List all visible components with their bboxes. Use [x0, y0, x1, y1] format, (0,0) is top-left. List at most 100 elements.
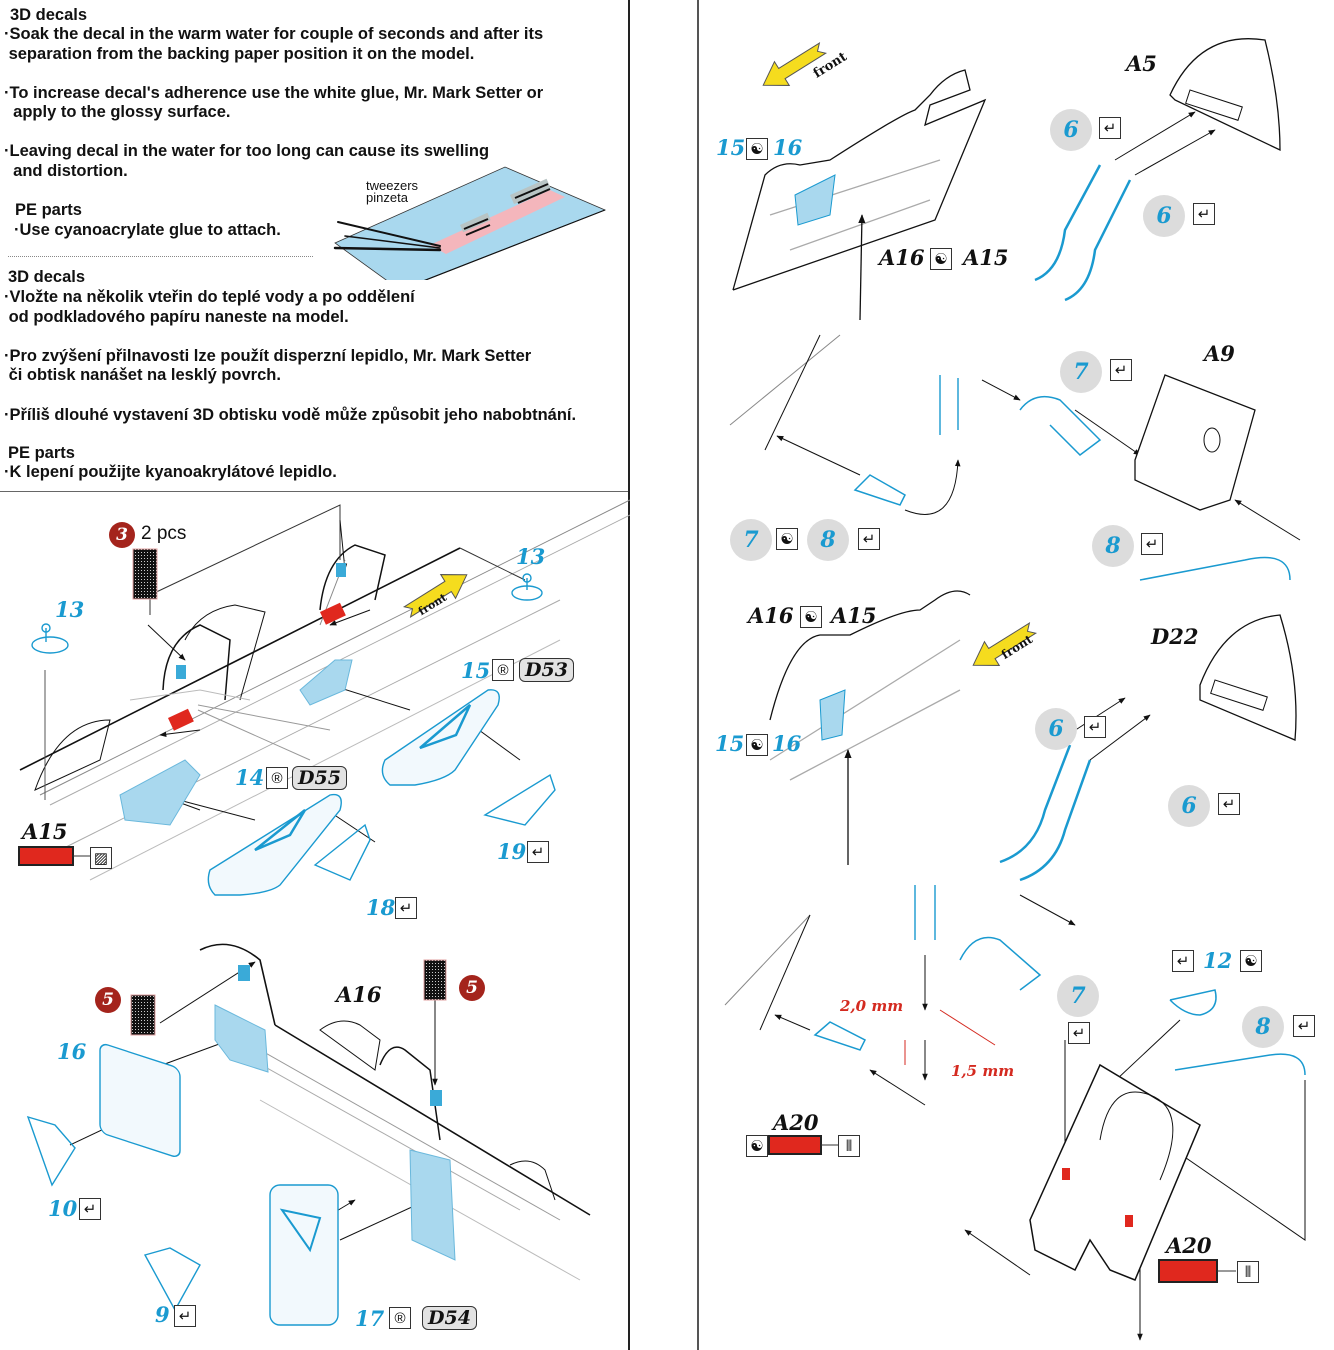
pe-part-9: [143, 1247, 201, 1312]
part-6-circle-d: 6: [1168, 785, 1210, 827]
ref-a20-right: A20: [1166, 1233, 1212, 1258]
front-arrow-step3: [972, 621, 1038, 666]
part-15-label-step3: 15: [715, 731, 745, 756]
either-side-icon: ☯: [776, 528, 798, 550]
decal-spot-b: [336, 563, 346, 577]
part-6-circle-a: 6: [1050, 109, 1092, 151]
either-side-icon: ☯: [746, 1135, 768, 1157]
instructions-divider: [0, 491, 628, 492]
decal-5-mesh-left: [130, 994, 156, 1036]
pe-belt-6b: [1064, 179, 1132, 302]
bulkhead-a5: [1169, 38, 1281, 152]
cz-pe-heading: PE parts: [8, 444, 75, 462]
part-10-label: 10: [48, 1196, 78, 1221]
seat-pan-a20: [1029, 1063, 1201, 1281]
ref-d54: D54: [422, 1306, 477, 1330]
replace-icon: ®: [389, 1307, 411, 1329]
bend-icon: ↵: [1172, 950, 1194, 972]
ref-d53: D53: [519, 658, 574, 682]
part-13-right-label: 13: [516, 544, 546, 569]
ref-d55: D55: [292, 766, 347, 790]
either-side-icon: ☯: [1240, 950, 1262, 972]
part-8-circle: 8: [807, 519, 849, 561]
part-18-label: 18: [366, 895, 396, 920]
decal-5-badge-right: 5: [459, 975, 485, 1001]
clear-window-step1: [794, 174, 836, 226]
ref-a15-step3: A15: [831, 603, 877, 628]
cz-decals-p2-l1: ·Pro zvýšení přilnavosti lze použít disp…: [4, 347, 532, 365]
bend-icon: ↵: [1218, 793, 1240, 815]
paint-spot-b: [319, 602, 346, 625]
en-decals-heading: 3D decals: [10, 6, 88, 24]
tweezers-label-cz: pinzeta: [366, 190, 408, 205]
part-7-circle-b: 7: [1057, 975, 1099, 1017]
pe-part-10: [26, 1115, 76, 1187]
en-decals-p3-l1: ·Leaving decal in the water for too long…: [4, 142, 490, 160]
either-side-icon: ☯: [800, 606, 822, 628]
part-9-label: 9: [155, 1302, 170, 1327]
right-panel-border: [697, 0, 699, 1350]
decal-spot-upper: [238, 965, 250, 981]
tweezers-label-en: tweezers: [366, 178, 419, 193]
bend-icon: ↵: [79, 1198, 101, 1220]
en-decals-p3-l2: and distortion.: [4, 162, 128, 180]
left-panel-border: [628, 0, 630, 1350]
bend-icon: ↵: [1193, 203, 1215, 225]
ref-a15-label: A15: [22, 819, 68, 844]
decal-application-illustration: [333, 166, 607, 280]
cz-decals-heading: 3D decals: [8, 268, 86, 286]
decal-3-mesh: [132, 548, 158, 600]
pe-belt-6d: [1019, 759, 1092, 882]
ref-a15-step1: A15: [963, 245, 1009, 270]
cz-decals-p1-l2: od podkladového papíru naneste na model.: [4, 308, 349, 326]
pe-tab-b: [813, 1021, 867, 1051]
pe-strap-8: [1139, 556, 1291, 581]
cz-decals-p2-l2: či obtisk nanášet na lesklý povrch.: [4, 366, 281, 384]
drill-icon: ⫴: [1237, 1261, 1259, 1283]
pe-part-18: [313, 823, 371, 881]
pe-part-14: [207, 793, 342, 896]
bend-icon: ↵: [1141, 533, 1163, 555]
en-decals-p1-l1: ·Soak the decal in the warm water for co…: [4, 25, 544, 43]
pe-part-17: [269, 1184, 339, 1326]
part-19-label: 19: [497, 839, 527, 864]
clear-window-upper: [214, 1004, 269, 1073]
dimension-2mm: 2,0 mm: [840, 997, 904, 1015]
cz-pe-p1: ·K lepení použijte kyanoakrylátové lepid…: [4, 463, 337, 481]
decal-spot-a: [176, 665, 186, 679]
part-15-label: 15: [461, 658, 491, 683]
bend-icon: ↵: [1110, 359, 1132, 381]
left-bottom-assembly-drawing: [26, 943, 591, 1326]
either-side-icon: ☯: [746, 138, 768, 160]
bulkhead-d22: [1199, 614, 1297, 741]
pe-part-16: [99, 1043, 181, 1158]
part-17-label: 17: [355, 1306, 385, 1331]
ref-a9-label: A9: [1204, 341, 1235, 366]
tweezers-icon: [333, 221, 442, 252]
clear-window-right: [299, 659, 353, 706]
part-12-label: 12: [1203, 948, 1233, 973]
part-16-label: 16: [57, 1039, 87, 1064]
part-8-circle-right: 8: [1092, 525, 1134, 567]
fuselage-frame-line: [19, 547, 461, 771]
pe-belt-6c: [999, 744, 1072, 864]
ref-a5-label: A5: [1126, 51, 1157, 76]
part-13-left-label: 13: [55, 597, 85, 622]
part-8-circle-b: 8: [1242, 1006, 1284, 1048]
decal-3-qty: 2 pcs: [141, 523, 187, 544]
en-decals-p2-l2: apply to the glossy surface.: [4, 103, 231, 121]
pe-part-13-left: [31, 623, 69, 654]
pe-part-19: [483, 773, 556, 826]
bend-icon: ↵: [527, 841, 549, 863]
left-top-assembly-drawing: [18, 499, 630, 896]
decal-3-badge: 3: [109, 522, 135, 548]
part-7-circle: 7: [730, 519, 772, 561]
fuselage-side-3: [769, 590, 971, 721]
fuselage-side-1: [732, 69, 987, 291]
part-6-circle-b: 6: [1143, 195, 1185, 237]
part-16-label-step1: 16: [773, 135, 803, 160]
decal-spot-lower: [430, 1090, 442, 1106]
pe-part-15: [381, 689, 500, 786]
part-6-circle-c: 6: [1035, 708, 1077, 750]
